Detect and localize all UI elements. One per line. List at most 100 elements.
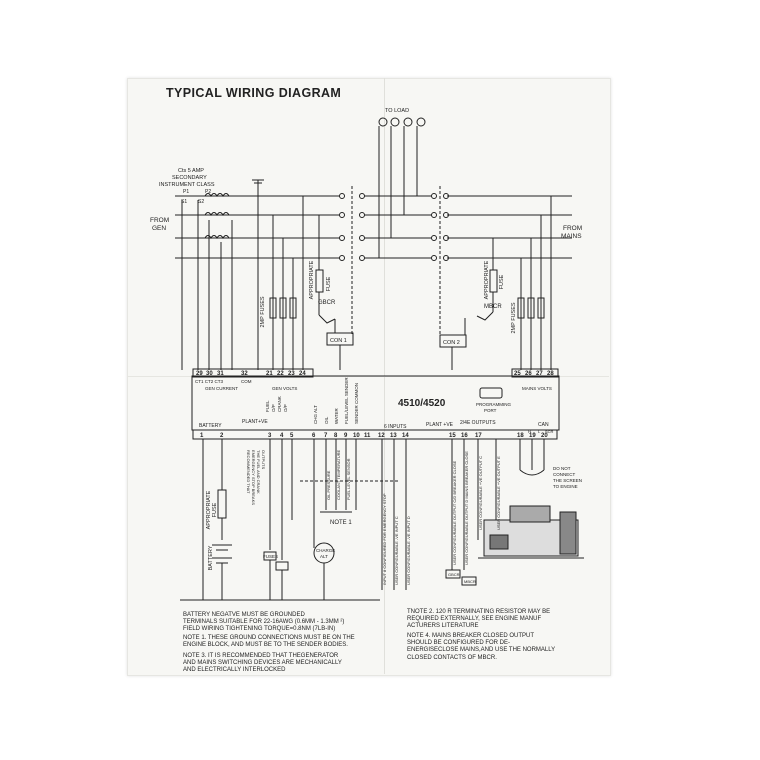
terminal-30: 30	[206, 371, 213, 377]
inputs-label: 6 INPUTS	[384, 424, 407, 430]
terminal-27: 27	[536, 371, 543, 377]
con2-contacts	[431, 186, 449, 335]
note-battery-grounding: BATTERY NEGATVE MUST BE GROUNDED TERMINA…	[183, 612, 345, 633]
mains-volt-fuses	[517, 196, 552, 370]
con2-label: CON 2	[443, 340, 460, 346]
terminal-22: 22	[277, 371, 284, 377]
fuel-label: FUEL	[265, 400, 270, 412]
upper-fuse-label-1: APPROPRIATE	[309, 260, 315, 299]
terminal-32: 32	[241, 371, 248, 377]
battery-lower-label: BATTERY	[208, 545, 214, 570]
bottom-terminal-18: 18	[517, 433, 524, 439]
note-2: TNOTE 2. 120 R TERMINATING RESISTOR MAY …	[407, 609, 551, 630]
to-load-label: TO LOAD	[385, 108, 409, 114]
from-mains-label-2: MAINS	[561, 233, 582, 240]
lower-fuse-label-1: APPROPRIATE	[206, 490, 212, 529]
mbcr-relay	[464, 238, 498, 335]
terminal-24: 24	[299, 371, 306, 377]
bottom-terminal-16: 16	[461, 433, 468, 439]
battery-label: BATTERY	[199, 423, 222, 429]
ct-p1: P1	[183, 189, 189, 195]
top-terminal-strip-left	[192, 368, 314, 378]
oil-label: OIL	[324, 416, 329, 424]
ct-s1: S1	[181, 199, 187, 205]
engine-icon	[478, 505, 584, 559]
terminal-29: 29	[196, 371, 203, 377]
bottom-terminal-strip	[192, 429, 558, 440]
mains-fuse-label-2: FUSE	[499, 274, 505, 289]
input-label-2: USER CONFIGURABLE -VE INPUT C	[394, 516, 399, 585]
gen-volts-label: GEN VOLTS	[272, 386, 297, 391]
charge-alt-2: ALT	[320, 554, 328, 559]
ct-note-1: Cts 5 AMP	[178, 168, 204, 174]
bottom-terminal-1: 1	[200, 433, 204, 439]
input-label-1: INPUT 8 CONFIGURED FOR EMERGENCY STOP	[382, 493, 387, 585]
programming-port-icon	[479, 387, 503, 399]
bottom-terminal-8: 8	[334, 433, 338, 439]
lower-fuse-label-2: FUSE	[212, 502, 218, 517]
con1-contacts	[339, 186, 365, 335]
bottom-terminal-10: 10	[353, 433, 360, 439]
from-gen-label-2: GEN	[152, 225, 166, 232]
fuel-op-label: O/P	[271, 404, 276, 412]
com-label: COM	[241, 379, 252, 384]
lower-wiring	[180, 439, 545, 601]
do-not-connect-4: TO ENGINE	[553, 484, 578, 489]
bottom-terminal-12: 12	[378, 433, 385, 439]
outputs-label: 2/4E OUTPUTS	[460, 420, 496, 426]
ct-p2: P2	[205, 189, 211, 195]
current-transformers	[181, 179, 264, 370]
controller-model: 4510/4520	[398, 398, 446, 409]
mains-volts-label: MAINS VOLTS	[522, 386, 552, 391]
crank-op-label: O/P	[283, 404, 288, 412]
sender-common-label: SENDER COMMON	[354, 383, 359, 424]
gbcr-relay	[315, 215, 336, 333]
output-label-2: USER CONFIGURABLE OUTPUT D MAINS BREAKER…	[464, 451, 469, 565]
top-terminal-strip-right	[511, 368, 559, 378]
ct-labels: CT1 CT2 CT3	[195, 379, 224, 384]
estop-note-1: RECOMMENDED THAT	[246, 450, 251, 494]
mbcr-small-label: MBCR	[464, 579, 476, 584]
bottom-terminal-4: 4	[280, 433, 284, 439]
do-not-connect-2: CONNECT	[553, 472, 576, 477]
bottom-terminal-13: 13	[390, 433, 397, 439]
terminal-28: 28	[547, 371, 554, 377]
can-scr: SCR	[545, 429, 554, 434]
plant-ve-right: PLANT +VE	[426, 422, 454, 428]
diagram-labels: TO LOAD FROM GEN FROM MAINS Cts 5 AMP SE…	[150, 108, 582, 585]
note-1: NOTE 1. THESE GROUND CONNECTIONS MUST BE…	[183, 635, 355, 649]
bottom-terminal-17: 17	[475, 433, 482, 439]
terminal-26: 26	[525, 371, 532, 377]
fuses-right-label: 2MP FUSES	[511, 302, 517, 333]
can-l: L	[538, 429, 541, 434]
bottom-terminal-9: 9	[344, 433, 348, 439]
ct-s2: S2	[198, 199, 204, 205]
do-not-connect-3: THE SCREEN	[553, 478, 582, 483]
can-h: H	[528, 429, 531, 434]
con1-label: CON 1	[330, 338, 347, 344]
from-gen-label-1: FROM	[150, 217, 169, 224]
mbcr-label: MBCR	[484, 304, 502, 310]
load-terminals	[378, 117, 426, 258]
programming-port-1: PROGRAMMING	[476, 402, 512, 407]
upper-fuse-label-2: FUSE	[326, 276, 332, 291]
sensor-fuel-level: FUEL LEVEL SENSOR	[346, 458, 351, 500]
terminal-25: 25	[514, 371, 521, 377]
sensor-oil-pressure: OIL PRESSURE	[326, 470, 331, 500]
estop-note-4: OUTPUTS	[261, 450, 266, 469]
bottom-terminal-14: 14	[402, 433, 409, 439]
fuel-level-label: FUEL/LEVEL SENDER	[344, 377, 349, 424]
terminal-21: 21	[266, 371, 273, 377]
output-label-4: USER CONFIGURABLE +VE OUTPUT E	[496, 456, 501, 530]
bottom-terminal-7: 7	[324, 433, 328, 439]
diagram-title: TYPICAL WIRING DIAGRAM	[166, 86, 342, 100]
bottom-terminal-3: 3	[268, 433, 272, 439]
bottom-terminal-numbers: 1 2 3 4 5 6 7 8 9 10 11 12 13 14 15 16 1…	[200, 433, 548, 439]
output-label-3: USER CONFIGURABLE +VE OUTPUT C	[478, 456, 483, 530]
bottom-terminal-20: 20	[541, 433, 548, 439]
note-4: NOTE 4. MAINS BREAKER CLOSED OUTPUT SHOU…	[407, 633, 556, 661]
output-label-1: USER CONFIGURABLE OUTPUT C/D BREAKER CLO…	[452, 461, 457, 566]
plant-ve-left: PLANT+VE	[242, 419, 268, 425]
con2-box	[439, 334, 467, 348]
